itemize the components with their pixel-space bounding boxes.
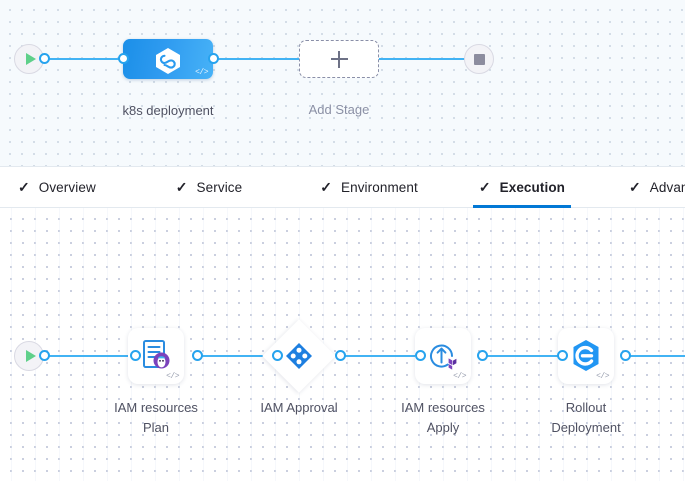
tab-advanced-label: Advanced: [649, 179, 685, 195]
check-icon: ✓: [18, 179, 30, 195]
tab-environment[interactable]: ✓ Environment: [302, 167, 436, 208]
tab-execution[interactable]: ✓ Execution: [461, 167, 583, 208]
exec-step-caption-iam-resources-apply: IAM resources Apply: [401, 400, 485, 435]
stop-icon: [473, 53, 485, 65]
stage-node-outbound-dot[interactable]: [208, 53, 219, 64]
check-icon: ✓: [320, 179, 332, 195]
exec-connector-line-4: [482, 355, 562, 357]
tab-execution-label: Execution: [499, 179, 566, 195]
terraform-plan-icon: [143, 340, 170, 369]
exec-connector-line-5: [625, 355, 685, 357]
exec-step2-inbound-dot[interactable]: [272, 350, 283, 361]
exec-step-code-badge: </>: [453, 372, 466, 381]
exec-step4-inbound-dot[interactable]: [557, 350, 568, 361]
exec-step3-inbound-dot[interactable]: [415, 350, 426, 361]
tab-advanced[interactable]: ✓ Advanced: [611, 167, 685, 208]
tab-service-label: Service: [196, 179, 243, 195]
exec-step-caption-rollout-deployment: Rollout Deployment: [551, 400, 621, 435]
exec-connector-line-3: [340, 355, 420, 357]
check-icon: ✓: [175, 179, 188, 195]
exec-step-caption-iam-approval: IAM Approval: [260, 400, 338, 415]
tab-environment-label: Environment: [340, 179, 418, 195]
approval-node-inner: [284, 341, 314, 371]
stage-tab-bar: ✓ Overview ✓ Service ✓ Environment ✓ Exe…: [0, 167, 685, 208]
exec-step-caption-iam-resources-plan: IAM resources Plan: [114, 400, 198, 435]
tab-overview-label: Overview: [38, 179, 96, 195]
stage-connector-line-1: [43, 58, 125, 60]
stage-connector-line-3: [377, 58, 471, 60]
check-icon: ✓: [478, 179, 491, 195]
stage-end-node[interactable]: [464, 44, 494, 74]
play-icon: [25, 350, 36, 362]
exec-connector-line-1: [43, 355, 135, 357]
stage-start-connector-dot[interactable]: [39, 53, 50, 64]
check-icon: ✓: [629, 179, 641, 195]
add-stage-button[interactable]: [299, 40, 379, 78]
exec-step-code-badge: </>: [166, 372, 179, 381]
stage-node-inbound-dot[interactable]: [118, 53, 129, 64]
stage-node-caption: k8s deployment: [122, 103, 214, 118]
stage-code-badge: </>: [195, 68, 208, 77]
harness-approval-icon: [286, 343, 312, 369]
tab-overview[interactable]: ✓ Overview: [0, 167, 114, 208]
stage-node-k8s-deployment[interactable]: </>: [123, 39, 213, 79]
exec-step2-outbound-dot[interactable]: [335, 350, 346, 361]
harness-hexagon-icon: [156, 48, 180, 74]
tab-service[interactable]: ✓ Service: [158, 167, 260, 208]
stage-canvas[interactable]: </> k8s deployment Add Stage: [0, 0, 685, 167]
exec-connector-line-2: [197, 355, 277, 357]
rollout-deployment-icon: [573, 340, 599, 371]
stage-connector-line-2: [213, 58, 303, 60]
plus-icon: [330, 50, 348, 68]
exec-step1-inbound-dot[interactable]: [130, 350, 141, 361]
exec-step-code-badge: </>: [596, 372, 609, 381]
exec-step3-outbound-dot[interactable]: [477, 350, 488, 361]
play-icon: [25, 53, 36, 65]
exec-start-connector-dot[interactable]: [39, 350, 50, 361]
exec-step-node-iam-approval[interactable]: [262, 319, 336, 393]
execution-canvas[interactable]: </> IAM resources Plan IAM Approval: [0, 208, 685, 481]
exec-step4-outbound-dot[interactable]: [620, 350, 631, 361]
add-stage-caption: Add Stage: [308, 102, 370, 117]
terraform-apply-icon: [430, 344, 457, 370]
exec-step1-outbound-dot[interactable]: [192, 350, 203, 361]
